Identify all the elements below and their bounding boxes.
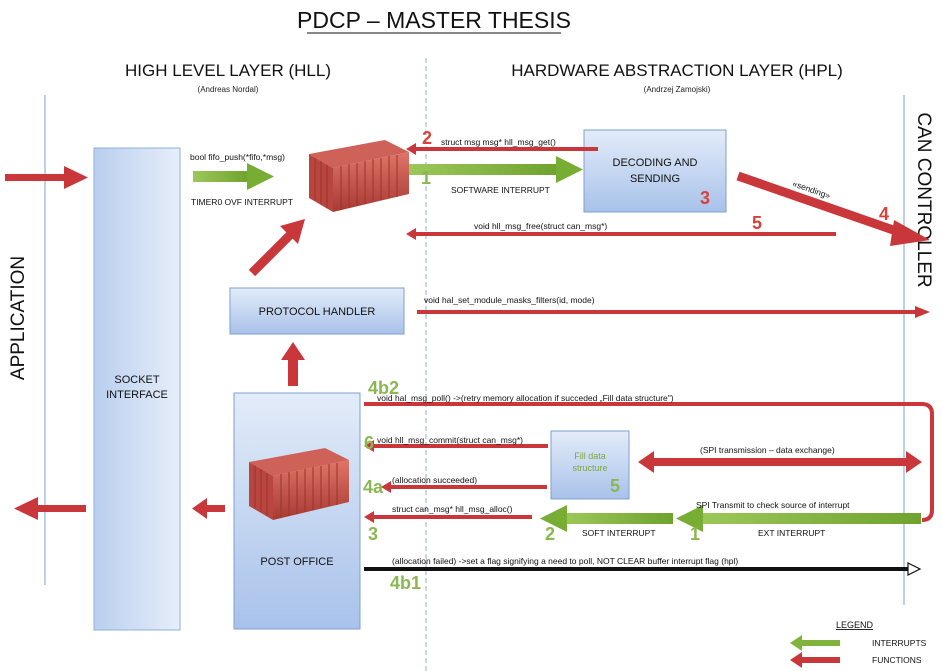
socket-label-line1: SOCKET [114, 374, 160, 386]
alloc-failed-arrow [364, 562, 922, 576]
step-1-top: 1 [421, 168, 431, 188]
fifo-push-arrow [193, 163, 274, 190]
msg-free-label: void hll_msg_free(struct can_msg*) [474, 221, 607, 231]
msg-get-label: struct msg msg* hll_msg_get() [441, 137, 556, 147]
step-5-fill: 5 [610, 476, 620, 496]
hll-author: (Andreas Nordal) [198, 85, 259, 94]
timer0-label: TIMER0 OVF INTERRUPT [191, 197, 293, 207]
step-4b2: 4b2 [368, 378, 399, 398]
application-in-arrow [5, 166, 88, 189]
msg-poll-label: void hal_msg_poll() ->(retry memory allo… [377, 393, 674, 403]
fill-data-label-line1: Fill data [574, 451, 606, 461]
step-4b1: 4b1 [390, 573, 421, 593]
legend-functions-label: FUNCTIONS [872, 655, 922, 665]
fill-data-box: Fill data structure [550, 430, 630, 500]
hpl-author: (Andrzej Zamojski) [644, 85, 711, 94]
application-label: APPLICATION [8, 256, 29, 380]
alloc-succeeded-label: (allocation succeeded) [392, 475, 477, 485]
step-4-send: 4 [879, 204, 889, 224]
step-2-top: 2 [422, 128, 432, 148]
can-controller-label: CAN CONTROLLER [913, 112, 934, 287]
software-interrupt-arrow [409, 156, 583, 183]
alloc-failed-label: (allocation failed) ->set a flag signify… [392, 556, 738, 566]
step-3-alloc: 3 [368, 524, 378, 544]
legend: LEGEND INTERRUPTS FUNCTIONS [790, 620, 927, 668]
hll-heading: HIGH LEVEL LAYER (HLL) [125, 61, 331, 80]
protocol-handler-box: PROTOCOL HANDLER [229, 287, 405, 335]
protocol-to-container-arrow [248, 219, 305, 277]
msg-get-arrow [406, 143, 598, 155]
step-5-free: 5 [752, 213, 762, 233]
spi-check-label: SPI Transmit to check source of interrup… [696, 500, 850, 510]
msg-poll-arrow [364, 402, 934, 522]
ext-interrupt-label: EXT INTERRUPT [758, 528, 825, 538]
msg-free-arrow [406, 228, 836, 240]
msg-alloc-arrow [364, 511, 532, 523]
hpl-heading: HARDWARE ABSTRACTION LAYER (HPL) [511, 61, 843, 80]
protocol-handler-label: PROTOCOL HANDLER [259, 306, 376, 318]
legend-interrupts-label: INTERRUPTS [872, 638, 927, 648]
legend-interrupts-arrow [790, 635, 840, 651]
soft-interrupt-label: SOFT INTERRUPT [582, 528, 656, 538]
legend-heading: LEGEND [836, 620, 874, 630]
msg-alloc-label: struct can_msg* hll_msg_alloc() [392, 504, 513, 514]
spi-exchange-label: (SPI transmission – data exchange) [700, 445, 835, 455]
fifo-push-label: bool fifo_push(*fifo,*msg) [190, 152, 285, 162]
alloc-succeeded-arrow [381, 481, 547, 493]
post-office-to-protocol-arrow [281, 342, 305, 386]
decoding-label-line2: SENDING [630, 173, 680, 185]
legend-functions-arrow [790, 652, 840, 668]
socket-interface-box: SOCKET INTERFACE [93, 147, 181, 631]
step-6: 6 [364, 433, 374, 453]
step-1-ext: 1 [690, 524, 700, 544]
step-3-decoding: 3 [700, 188, 710, 208]
set-filters-label: void hal_set_module_masks_filters(id, mo… [424, 295, 595, 305]
decoding-sending-box: DECODING AND SENDING [583, 129, 727, 213]
ext-interrupt-arrow [676, 505, 921, 532]
socket-label-line2: INTERFACE [106, 389, 168, 401]
soft-interrupt-arrow [540, 505, 673, 532]
sending-arrow [736, 171, 930, 246]
msg-commit-label: void hll_msg_commit(struct can_msg*) [377, 435, 523, 445]
post-office-label: POST OFFICE [260, 556, 333, 568]
fill-data-label-line2: structure [572, 463, 607, 473]
msg-commit-arrow [364, 440, 548, 452]
decoding-label-line1: DECODING AND [613, 157, 698, 169]
application-out-arrow [14, 497, 86, 520]
post-office-to-socket-arrow [192, 498, 225, 519]
diagram-title: PDCP – MASTER THESIS [297, 7, 571, 33]
set-filters-arrow [417, 306, 930, 318]
software-interrupt-label: SOFTWARE INTERRUPT [451, 185, 550, 195]
spi-exchange-arrow [638, 451, 922, 473]
shipping-container-icon [249, 448, 349, 520]
step-2-soft: 2 [545, 524, 555, 544]
step-4a: 4a [363, 477, 384, 497]
shipping-container-icon [309, 140, 409, 212]
